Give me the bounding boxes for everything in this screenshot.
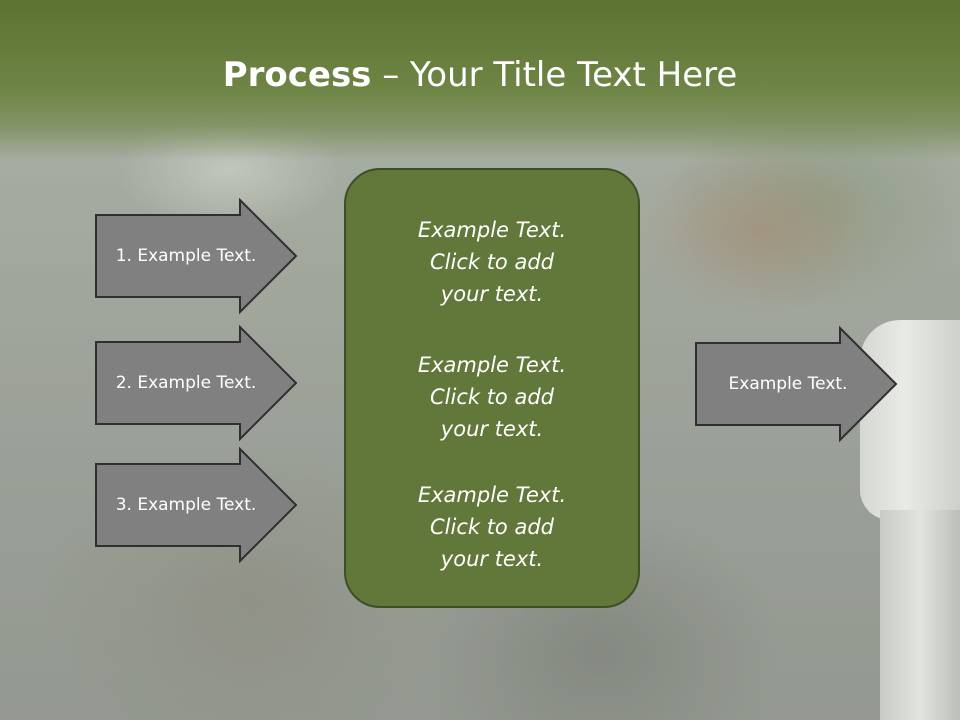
center-item-line: Click to add [429,250,554,274]
step-arrow-3[interactable]: 3. Example Text. [94,447,298,563]
result-arrow[interactable]: Example Text. [694,326,898,442]
railing-post [880,510,960,720]
center-text-box[interactable]: Example Text. Click to add your text. Ex… [344,168,640,608]
center-item-line: Click to add [429,515,554,539]
center-item-1: Example Text. Click to add your text. [346,214,638,310]
arrow-shape-icon [95,447,298,563]
step-arrow-label: 1. Example Text. [115,246,257,266]
title-bold: Process [222,55,372,95]
center-item-line: Click to add [429,385,554,409]
railing-cap [860,320,960,520]
step-arrow-2[interactable]: 2. Example Text. [94,325,298,441]
center-item-line: your text. [440,282,544,306]
arrow-shape-icon [95,198,298,314]
arrow-shape-icon [695,326,898,442]
center-item-2: Example Text. Click to add your text. [346,349,638,445]
step-arrow-label: 3. Example Text. [115,495,257,515]
result-arrow-label: Example Text. [728,374,848,394]
step-arrow-label: 2. Example Text. [115,373,257,393]
center-item-3: Example Text. Click to add your text. [346,479,638,575]
center-item-line: your text. [440,417,544,441]
center-item-line: Example Text. [417,353,567,377]
arrow-shape-icon [95,325,298,441]
center-item-line: Example Text. [417,218,567,242]
step-arrow-1[interactable]: 1. Example Text. [94,198,298,314]
railing-decoration [850,300,960,720]
center-item-line: your text. [440,547,544,571]
title-band [0,0,960,160]
center-item-line: Example Text. [417,483,567,507]
slide-title[interactable]: Process – Your Title Text Here [0,52,960,98]
title-rest: – Your Title Text Here [371,55,738,95]
